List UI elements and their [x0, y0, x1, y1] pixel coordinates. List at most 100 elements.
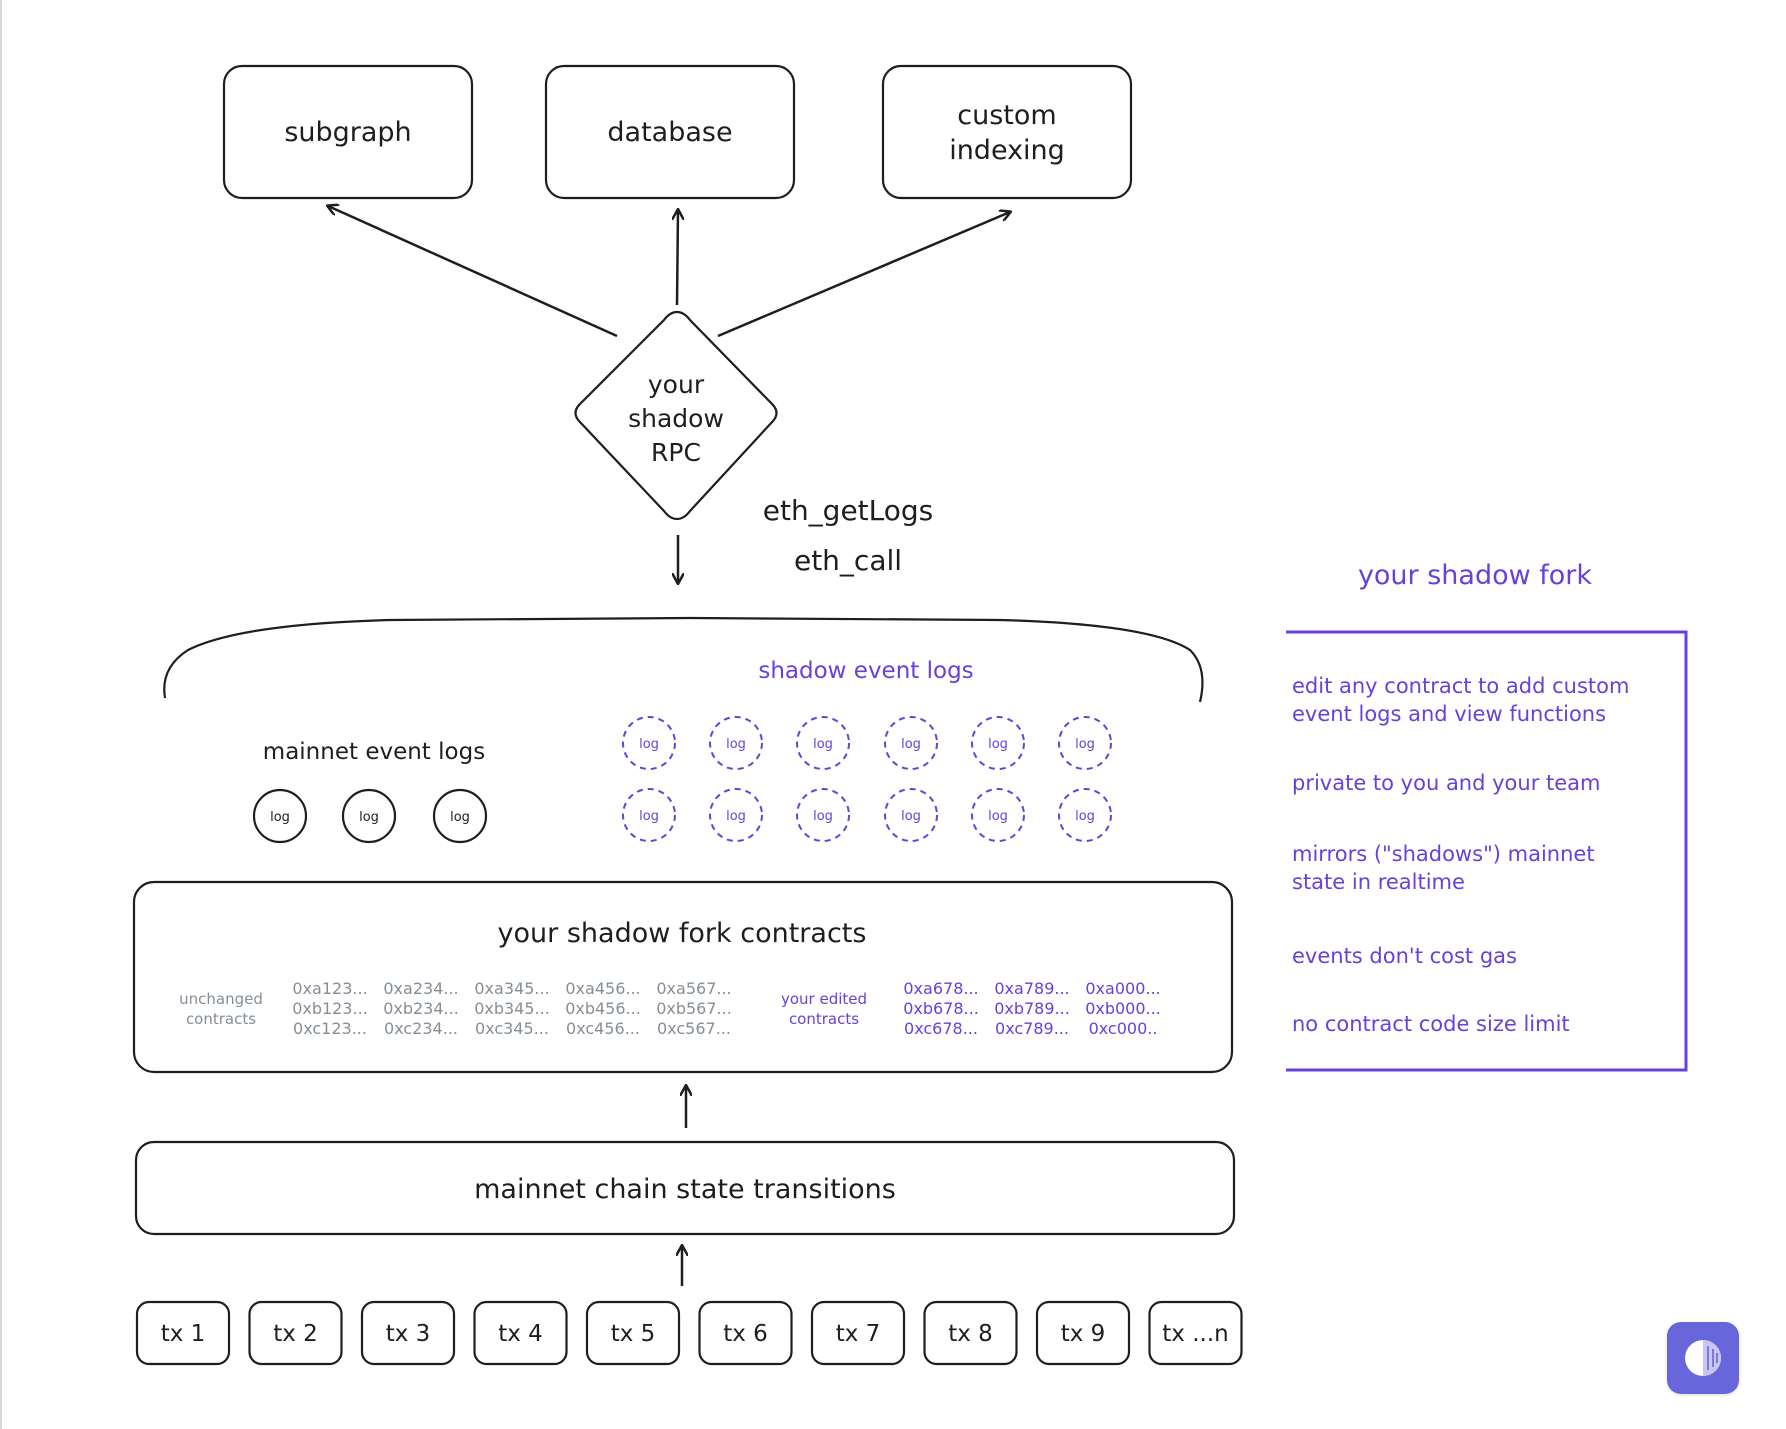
transaction-box[interactable]: tx 2	[248, 1300, 343, 1366]
shadow-log-node: log	[971, 716, 1025, 770]
shadow-log-label: log	[988, 809, 1008, 824]
contract-address: 0xc234...	[384, 1019, 458, 1038]
canvas-edge	[0, 0, 2, 1429]
state-transitions-label: mainnet chain state transitions	[474, 1174, 896, 1205]
transaction-box[interactable]: tx 3	[360, 1300, 456, 1366]
unchanged-contracts-label-line1: unchanged	[179, 990, 263, 1008]
arrow-to-custom-indexing	[717, 212, 1010, 338]
side-panel-item-text: no contract code size limit	[1292, 1012, 1570, 1036]
shadow-log-node: log	[884, 788, 938, 842]
subgraph-label: subgraph	[284, 117, 411, 148]
transaction-label: tx 7	[836, 1321, 881, 1347]
logs-bracket	[163, 616, 1204, 703]
side-panel-items: edit any contract to add custom event log…	[1292, 674, 1629, 1036]
shadow-log-node: log	[796, 788, 850, 842]
side-panel-item-text: edit any contract to add custom	[1292, 674, 1629, 698]
custom-indexing-node[interactable]: custom indexing	[881, 64, 1133, 200]
arrow-to-database	[677, 210, 678, 306]
contract-address: 0xa678...	[903, 979, 978, 998]
transaction-label: tx 5	[611, 1321, 656, 1347]
shadow-log-label: log	[726, 737, 746, 752]
contract-address: 0xc000..	[1089, 1019, 1158, 1038]
transaction-box[interactable]: tx ...n	[1148, 1300, 1243, 1366]
mainnet-logs-group: log log log	[252, 788, 488, 844]
contract-address: 0xc345...	[475, 1019, 549, 1038]
shadow-log-node: log	[622, 788, 676, 842]
contract-address: 0xb567...	[656, 999, 732, 1018]
shadow-event-logs-title: shadow event logs	[758, 658, 973, 684]
shadow-log-node: log	[1058, 716, 1112, 770]
transaction-label: tx 3	[386, 1321, 431, 1347]
contract-address: 0xc456...	[566, 1019, 640, 1038]
edited-contracts-label-line2: contracts	[789, 1010, 859, 1028]
database-node[interactable]: database	[544, 64, 796, 200]
shadow-log-node: log	[622, 716, 676, 770]
contract-address: 0xb678...	[903, 999, 979, 1018]
unchanged-address-grid: 0xa123...0xb123...0xc123... 0xa234...0xb2…	[292, 979, 732, 1038]
shadow-log-label: log	[639, 809, 659, 824]
transaction-box[interactable]: tx 5	[585, 1300, 681, 1366]
mainnet-log-label: log	[450, 810, 470, 825]
transaction-box[interactable]: tx 1	[135, 1300, 231, 1366]
side-panel-item-text: state in realtime	[1292, 870, 1465, 894]
contract-address: 0xa234...	[383, 979, 458, 998]
rpc-label-line2: shadow	[628, 404, 724, 433]
shadow-log-node: log	[796, 716, 850, 770]
transaction-box[interactable]: tx 6	[698, 1300, 793, 1366]
shadow-log-label: log	[726, 809, 746, 824]
side-panel-frame	[1286, 630, 1688, 1072]
shadow-log-label: log	[813, 737, 833, 752]
transaction-label: tx 4	[498, 1321, 543, 1347]
shadow-rpc-node[interactable]: your shadow RPC	[574, 310, 778, 521]
side-panel-item-text: private to you and your team	[1292, 771, 1601, 795]
shadow-log-node: log	[1058, 788, 1112, 842]
contracts-title: your shadow fork contracts	[498, 918, 867, 949]
transaction-box[interactable]: tx 8	[923, 1300, 1018, 1366]
contracts-box[interactable]: your shadow fork contracts unchanged con…	[132, 880, 1234, 1074]
contract-address: 0xa123...	[292, 979, 367, 998]
transaction-label: tx 2	[273, 1321, 318, 1347]
contract-address: 0xc123...	[293, 1019, 367, 1038]
shadow-log-node: log	[971, 788, 1025, 842]
contract-address: 0xb123...	[292, 999, 368, 1018]
shadow-log-label: log	[901, 737, 921, 752]
transaction-label: tx 6	[723, 1321, 768, 1347]
edited-address-grid: 0xa678...0xb678...0xc678... 0xa789...0xb7…	[903, 979, 1161, 1038]
database-label: database	[607, 117, 732, 148]
unchanged-contracts-label-line2: contracts	[186, 1010, 256, 1028]
contract-address: 0xc678...	[904, 1019, 978, 1038]
transaction-box[interactable]: tx 9	[1035, 1300, 1131, 1366]
contract-address: 0xb234...	[383, 999, 459, 1018]
transaction-label: tx ...n	[1162, 1321, 1228, 1347]
shadow-log-label: log	[813, 809, 833, 824]
mainnet-event-logs-title: mainnet event logs	[263, 739, 485, 765]
shadow-log-node: log	[709, 716, 763, 770]
contract-address: 0xa789...	[994, 979, 1069, 998]
contract-address: 0xc567...	[657, 1019, 731, 1038]
shadow-log-node: log	[884, 716, 938, 770]
mainnet-log-node: log	[432, 788, 488, 844]
side-panel-item-text: events don't cost gas	[1292, 944, 1517, 968]
side-panel-item-text: mirrors ("shadows") mainnet	[1292, 842, 1595, 866]
transaction-box[interactable]: tx 7	[810, 1300, 906, 1366]
contract-address: 0xb456...	[565, 999, 641, 1018]
side-panel-title: your shadow fork	[1358, 560, 1592, 591]
mainnet-log-label: log	[270, 810, 290, 825]
state-transitions-box[interactable]: mainnet chain state transitions	[134, 1140, 1236, 1236]
rpc-method-getlogs: eth_getLogs	[763, 494, 934, 527]
contract-address: 0xa000...	[1085, 979, 1160, 998]
mainnet-log-node: log	[341, 788, 397, 844]
logo-button[interactable]	[1667, 1322, 1739, 1394]
shadow-log-node: log	[709, 788, 763, 842]
contract-address: 0xb789...	[994, 999, 1070, 1018]
contract-address: 0xa567...	[656, 979, 731, 998]
transaction-box[interactable]: tx 4	[473, 1300, 568, 1366]
transaction-label: tx 1	[161, 1321, 206, 1347]
transaction-label: tx 8	[948, 1321, 993, 1347]
subgraph-node[interactable]: subgraph	[222, 64, 474, 200]
custom-indexing-label-line1: custom	[957, 100, 1056, 131]
side-panel-item-text: event logs and view functions	[1292, 702, 1606, 726]
contract-address: 0xa456...	[565, 979, 640, 998]
